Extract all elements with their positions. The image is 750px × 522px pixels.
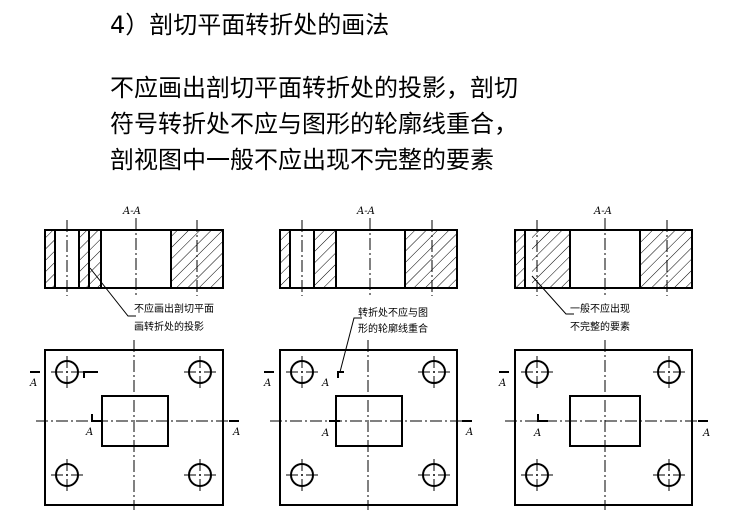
hatch-region: [405, 230, 457, 288]
annotation-line-2: 画转折处的投影: [134, 320, 204, 333]
section-outline: [514, 229, 693, 289]
leader-line: [339, 317, 362, 373]
leader-line: [531, 275, 574, 315]
plan-view: [505, 340, 708, 510]
section-title: A-A: [356, 206, 375, 217]
cut-mark-label: A: [498, 378, 506, 389]
drawing-panel-3: A-A 一般不应出现 不完整的要素: [498, 206, 710, 510]
hatch-region: [45, 230, 55, 288]
section-outline: [44, 229, 224, 289]
hatch-region: [314, 230, 336, 288]
section-view: [44, 218, 224, 296]
body-line-2: 符号转折处不应与图形的轮廓线重合，: [110, 110, 518, 138]
cut-mark-label: A: [232, 427, 240, 438]
drawing-panel-2: A-A 转折处不应与图 形的轮廓线重合: [263, 206, 473, 510]
cut-mark-label: A: [465, 427, 473, 438]
slide-heading: 4）剖切平面转折处的画法: [110, 11, 390, 39]
section-view: [514, 218, 693, 296]
hatch-region: [515, 230, 525, 288]
cut-mark-label: A: [533, 428, 541, 439]
body-paragraph: 不应画出剖切平面转折处的投影，剖切 符号转折处不应与图形的轮廓线重合， 剖视图中…: [110, 70, 518, 178]
cut-mark-label: A: [85, 427, 93, 438]
cut-mark-label: A: [702, 428, 710, 439]
hatch-region: [280, 230, 290, 288]
section-view: [279, 218, 458, 296]
cut-mark-label: A: [263, 378, 271, 389]
section-title: A-A: [122, 206, 141, 217]
body-line-1: 不应画出剖切平面转折处的投影，剖切: [110, 74, 518, 102]
annotation-line-1: 转折处不应与图: [358, 306, 428, 319]
section-outline: [279, 229, 458, 289]
body-line-3: 剖视图中一般不应出现不完整的要素: [110, 146, 494, 174]
annotation-line-1: 一般不应出现: [570, 302, 630, 315]
annotation-line-1: 不应画出剖切平面: [134, 302, 214, 315]
cut-mark-label: A: [29, 378, 37, 389]
annotation-line-2: 形的轮廓线重合: [358, 322, 428, 335]
plan-view: [36, 340, 238, 510]
section-title: A-A: [593, 206, 612, 217]
annotation-line-2: 不完整的要素: [570, 320, 630, 333]
cutting-plane-symbols: A A A: [29, 371, 240, 438]
cut-mark-label: A: [321, 428, 329, 439]
hatch-region: [532, 230, 570, 288]
plan-view: [270, 340, 472, 510]
drawing-panel-1: A-A 不应画出剖切平面 画转折处的投影: [29, 206, 240, 510]
hatch-region: [640, 230, 692, 288]
hatch-region: [171, 230, 223, 288]
leader-line: [89, 267, 136, 317]
plate-outline: [514, 349, 693, 506]
cutting-plane-symbols: A A A: [498, 371, 710, 439]
cutting-plane-symbols: A A A A: [263, 371, 473, 439]
cut-mark-label: A: [321, 378, 329, 389]
